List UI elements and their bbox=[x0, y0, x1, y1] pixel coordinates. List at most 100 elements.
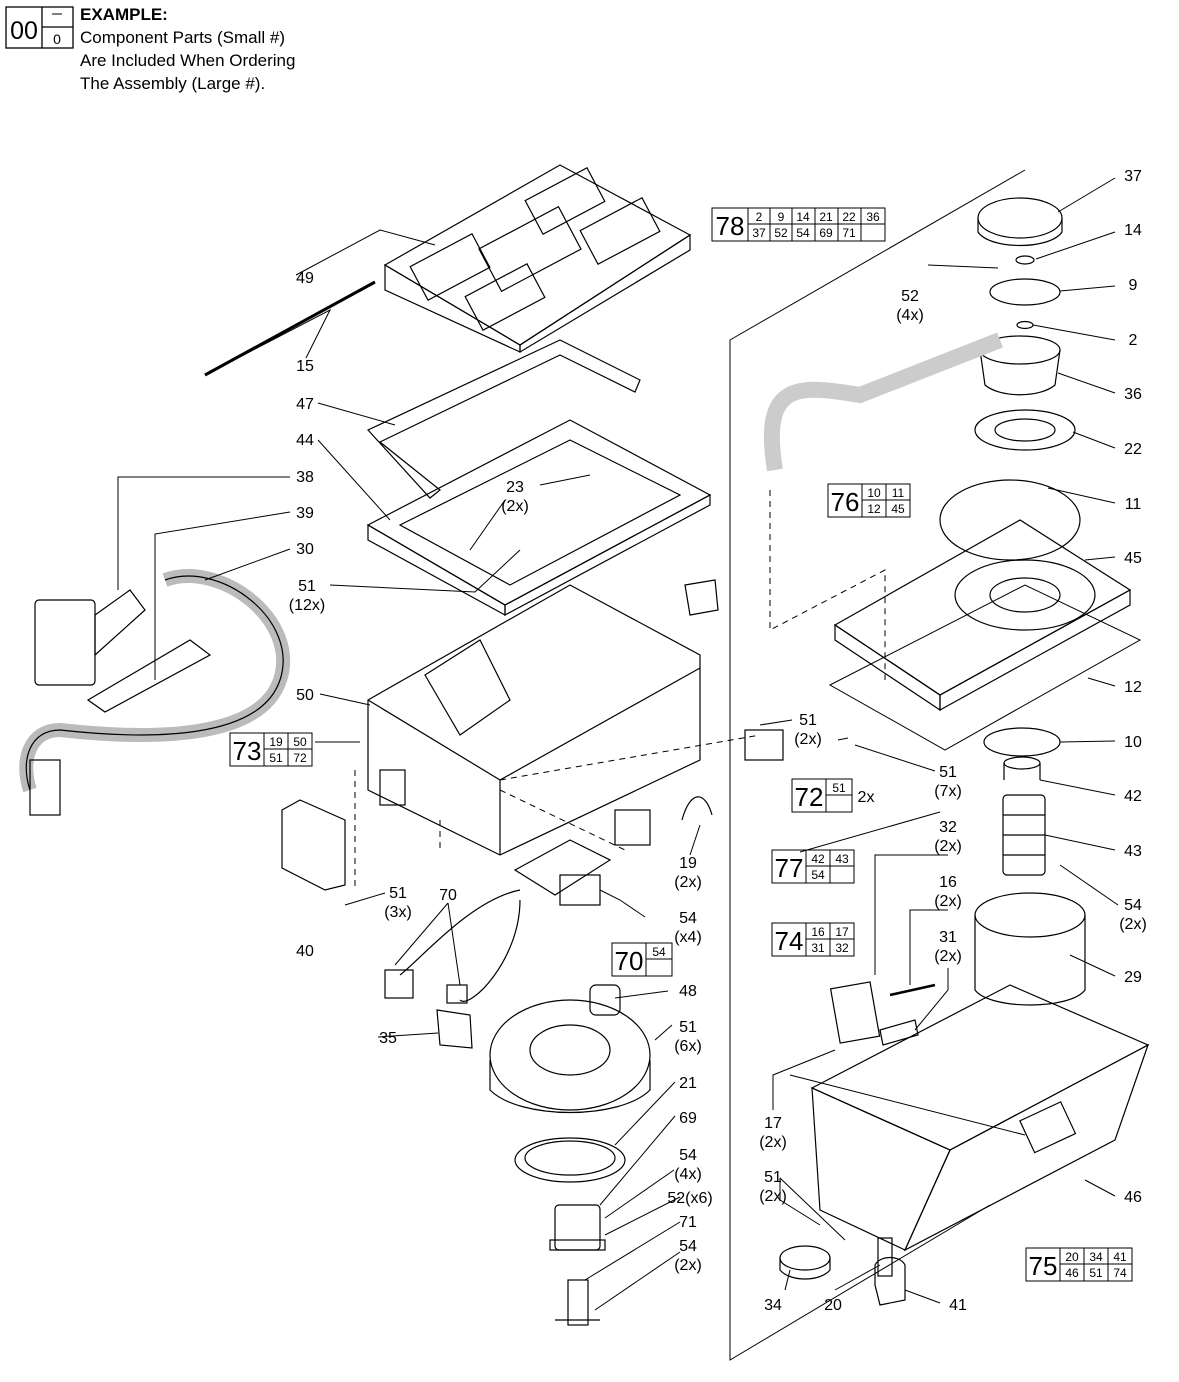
assembly-76-part: 45 bbox=[891, 502, 905, 516]
callout-43: 43 bbox=[1124, 843, 1142, 860]
callout-71: 71 bbox=[679, 1214, 697, 1231]
example-big-number: 00 bbox=[10, 17, 38, 45]
assembly-72-num: 72 bbox=[795, 782, 824, 812]
callout-11: 11 bbox=[1125, 496, 1142, 513]
assembly-73 bbox=[229, 732, 313, 767]
gasket-21-drawing bbox=[514, 1137, 626, 1183]
assembly-78-num: 78 bbox=[716, 211, 745, 241]
example-legend: 00 0 EXAMPLE: Component Parts (Small #) … bbox=[5, 5, 295, 93]
callout-41: 41 bbox=[949, 1297, 967, 1314]
hose-ghost-drawing bbox=[763, 332, 1003, 472]
callout-70: 70 bbox=[439, 887, 457, 904]
leader-lines bbox=[117, 177, 1119, 1311]
assembly-76-part: 11 bbox=[892, 486, 905, 500]
fan-housing-48-drawing bbox=[489, 984, 651, 1114]
callout-labels: 37 14 9 2 36 22 11 45 12 10 42 43 54 (2x… bbox=[289, 168, 1147, 1314]
assembly-73-part: 50 bbox=[293, 735, 307, 749]
callout-54-motor-qty: (4x) bbox=[674, 1166, 702, 1183]
callout-20: 20 bbox=[824, 1297, 842, 1314]
motor-69-drawing bbox=[549, 1204, 606, 1251]
assembly-text: 78 2 9 14 21 22 36 37 52 54 69 71 76 10 … bbox=[233, 210, 1127, 1281]
assembly-77-part: 54 bbox=[811, 868, 825, 882]
callout-16: 16 bbox=[939, 874, 957, 891]
assembly-73-part: 72 bbox=[293, 751, 307, 765]
callout-51-twelve-qty: (12x) bbox=[289, 597, 325, 614]
callout-54-armature: 54 bbox=[679, 1238, 697, 1255]
callout-54-motor: 54 bbox=[679, 1147, 697, 1164]
example-line-1: Component Parts (Small #) bbox=[80, 28, 285, 47]
assembly-72 bbox=[791, 778, 853, 813]
callout-42: 42 bbox=[1124, 788, 1142, 805]
accessory-38-drawing bbox=[34, 589, 146, 686]
hose-30-drawing bbox=[19, 569, 290, 816]
callout-51-three-qty: (3x) bbox=[384, 904, 412, 921]
callout-54-armature-qty: (2x) bbox=[674, 1257, 702, 1274]
callout-52-six: 52(x6) bbox=[667, 1190, 712, 1207]
assembly-75-part: 34 bbox=[1089, 1250, 1103, 1264]
assembly-74-part: 16 bbox=[811, 925, 825, 939]
foot-34-drawing bbox=[779, 1245, 831, 1280]
caster-41-drawing bbox=[874, 1256, 906, 1306]
callout-35: 35 bbox=[379, 1030, 397, 1047]
assembly-78-part: 14 bbox=[796, 210, 810, 224]
callout-50: 50 bbox=[296, 687, 314, 704]
assembly-77 bbox=[771, 849, 855, 884]
handle-47-drawing bbox=[367, 339, 641, 499]
callout-22: 22 bbox=[1124, 441, 1142, 458]
assembly-76 bbox=[827, 483, 911, 518]
callout-39: 39 bbox=[296, 505, 314, 522]
callout-19-qty: (2x) bbox=[674, 874, 702, 891]
example-heading: EXAMPLE: bbox=[80, 5, 168, 24]
callout-10: 10 bbox=[1124, 734, 1142, 751]
callout-2: 2 bbox=[1129, 332, 1138, 349]
cap-37-drawing bbox=[977, 197, 1063, 246]
assembly-boxes bbox=[229, 207, 1133, 1282]
example-line-3: The Assembly (Large #). bbox=[80, 74, 265, 93]
callout-51-six: 51 bbox=[679, 1019, 697, 1036]
example-small-number: 0 bbox=[53, 31, 61, 47]
assembly-78-part: 54 bbox=[796, 226, 810, 240]
assembly-72-suffix: 2x bbox=[858, 789, 875, 806]
callout-49: 49 bbox=[296, 270, 314, 287]
example-line-2: Are Included When Ordering bbox=[80, 51, 295, 70]
housing-50-drawing bbox=[367, 584, 701, 856]
assembly-74 bbox=[771, 922, 855, 957]
callout-32: 32 bbox=[939, 819, 957, 836]
assembly-75 bbox=[1025, 1247, 1133, 1282]
assembly-77-part: 42 bbox=[811, 852, 825, 866]
tube-42-drawing bbox=[1003, 756, 1041, 780]
callout-51-six-qty: (6x) bbox=[674, 1038, 702, 1055]
assembly-78-part: 2 bbox=[756, 210, 763, 224]
assembly-74-part: 32 bbox=[835, 941, 849, 955]
assembly-75-part: 51 bbox=[1089, 1266, 1103, 1280]
callout-36: 36 bbox=[1124, 386, 1142, 403]
assembly-75-part: 46 bbox=[1065, 1266, 1079, 1280]
bracket-40-drawing bbox=[281, 799, 346, 891]
assembly-78-part: 36 bbox=[866, 210, 880, 224]
assembly-73-part: 19 bbox=[269, 735, 283, 749]
assembly-70-num: 70 bbox=[615, 946, 644, 976]
rod-15-drawing bbox=[204, 280, 376, 377]
assembly-78-part: 22 bbox=[842, 210, 856, 224]
callout-14: 14 bbox=[1124, 222, 1142, 239]
assembly-78-part: 9 bbox=[778, 210, 785, 224]
part-19-drawing bbox=[681, 796, 713, 821]
callout-12: 12 bbox=[1124, 679, 1142, 696]
assembly-75-part: 20 bbox=[1065, 1250, 1079, 1264]
bucket-46-drawing bbox=[810, 984, 1150, 1252]
assembly-74-num: 74 bbox=[775, 926, 804, 956]
assembly-75-part: 41 bbox=[1113, 1250, 1127, 1264]
callout-48: 48 bbox=[679, 983, 697, 1000]
washer-2-drawing bbox=[1016, 320, 1034, 330]
callout-17-qty: (2x) bbox=[759, 1134, 787, 1151]
callout-51-switch: 51 bbox=[799, 712, 817, 729]
callout-51-seven: 51 bbox=[939, 764, 957, 781]
callout-23-qty: (2x) bbox=[501, 498, 529, 515]
diaphragm-10-drawing bbox=[983, 727, 1061, 757]
assembly-73-part: 51 bbox=[269, 751, 283, 765]
gasket-12-drawing bbox=[828, 584, 1142, 751]
assembly-78-part: 37 bbox=[752, 226, 766, 240]
callout-30: 30 bbox=[296, 541, 314, 558]
dashed-guides bbox=[354, 490, 886, 890]
